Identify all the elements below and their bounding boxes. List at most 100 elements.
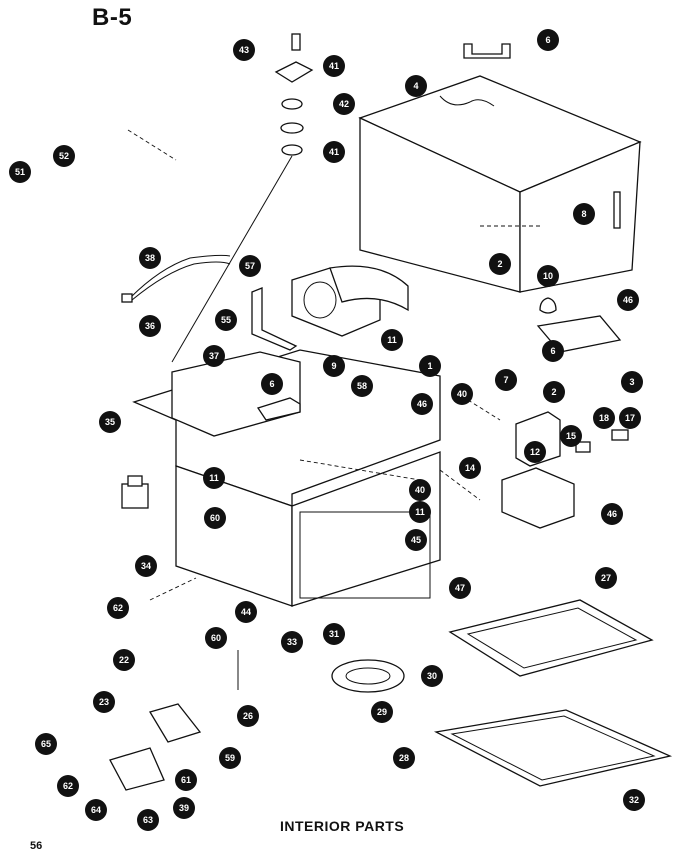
callout-32: 32 <box>623 789 645 811</box>
callout-label: 62 <box>113 603 123 613</box>
callout-marker <box>411 393 433 415</box>
callout-4: 4 <box>405 75 427 97</box>
callout-label: 36 <box>145 321 155 331</box>
callout-label: 65 <box>41 739 51 749</box>
callout-62: 62 <box>57 775 79 797</box>
callout-52: 52 <box>53 145 75 167</box>
callout-marker <box>351 375 373 397</box>
fastener-stack <box>171 33 314 363</box>
page-number: 56 <box>30 840 43 852</box>
callout-label: 27 <box>601 573 611 583</box>
callout-12: 12 <box>524 441 546 463</box>
callout-label: 7 <box>503 375 508 385</box>
lamp <box>539 297 557 314</box>
latch-assembly <box>109 650 239 791</box>
callout-3: 3 <box>621 371 643 393</box>
callout-marker <box>139 315 161 337</box>
callout-label: 62 <box>63 781 73 791</box>
callout-marker <box>537 265 559 287</box>
callout-label: 31 <box>329 629 339 639</box>
callout-40: 40 <box>451 383 473 405</box>
callout-marker <box>237 705 259 727</box>
callout-marker <box>409 501 431 523</box>
callout-label: 44 <box>241 607 251 617</box>
callout-marker <box>371 701 393 723</box>
callout-marker <box>235 601 257 623</box>
air-duct <box>291 265 409 337</box>
callout-marker <box>203 467 225 489</box>
callout-label: 61 <box>181 775 191 785</box>
callout-6: 6 <box>261 373 283 395</box>
callout-label: 32 <box>629 795 639 805</box>
callout-label: 30 <box>427 671 437 681</box>
callout-label: 18 <box>599 413 609 423</box>
callout-label: 34 <box>141 561 151 571</box>
callout-marker <box>405 529 427 551</box>
shelf-rack <box>448 599 654 677</box>
callout-marker <box>219 747 241 769</box>
callout-58: 58 <box>351 375 373 397</box>
callout-label: 63 <box>143 815 153 825</box>
outer-cabinet <box>358 75 642 293</box>
callout-marker <box>233 39 255 61</box>
stirrer-blade <box>331 659 405 693</box>
callout-marker <box>543 381 565 403</box>
callout-marker <box>204 507 226 529</box>
callout-label: 46 <box>623 295 633 305</box>
callout-label: 14 <box>465 463 475 473</box>
callout-55: 55 <box>215 309 237 331</box>
callout-6: 6 <box>537 29 559 51</box>
callout-label: 46 <box>607 509 617 519</box>
callout-label: 57 <box>245 261 255 271</box>
callout-marker <box>573 203 595 225</box>
callout-64: 64 <box>85 799 107 821</box>
handle-bracket <box>463 43 511 59</box>
callout-label: 10 <box>543 271 553 281</box>
callout-1: 1 <box>419 355 441 377</box>
callout-marker <box>215 309 237 331</box>
callout-label: 43 <box>239 45 249 55</box>
callout-label: 6 <box>550 346 555 356</box>
callout-10: 10 <box>537 265 559 287</box>
callout-60: 60 <box>205 627 227 649</box>
callout-label: 47 <box>455 583 465 593</box>
callout-marker <box>595 567 617 589</box>
callout-label: 26 <box>243 711 253 721</box>
callout-label: 1 <box>427 361 432 371</box>
callout-label: 33 <box>287 637 297 647</box>
callout-marker <box>449 577 471 599</box>
callout-44: 44 <box>235 601 257 623</box>
callout-label: 4 <box>413 81 418 91</box>
callout-marker <box>524 441 546 463</box>
callout-marker <box>489 253 511 275</box>
callout-marker <box>537 29 559 51</box>
diagram-caption: INTERIOR PARTS <box>280 818 405 834</box>
callout-17: 17 <box>619 407 641 429</box>
callout-40: 40 <box>409 479 431 501</box>
callout-label: 6 <box>545 35 550 45</box>
callout-label: 41 <box>329 147 339 157</box>
callout-marker <box>393 747 415 769</box>
callout-label: 23 <box>99 697 109 707</box>
callout-35: 35 <box>99 411 121 433</box>
callout-marker <box>135 555 157 577</box>
callout-63: 63 <box>137 809 159 831</box>
callout-31: 31 <box>323 623 345 645</box>
callout-28: 28 <box>393 747 415 769</box>
callout-marker <box>99 411 121 433</box>
callout-label: 40 <box>415 485 425 495</box>
callout-label: 15 <box>566 431 576 441</box>
callout-36: 36 <box>139 315 161 337</box>
callout-marker <box>621 371 643 393</box>
motor <box>121 475 149 509</box>
callout-41: 41 <box>323 55 345 77</box>
callout-label: 11 <box>415 507 425 517</box>
callout-marker <box>113 649 135 671</box>
callout-label: 58 <box>357 381 367 391</box>
oven-chassis <box>132 349 441 607</box>
callout-marker <box>239 255 261 277</box>
callout-label: 8 <box>581 209 586 219</box>
callout-38: 38 <box>139 247 161 269</box>
